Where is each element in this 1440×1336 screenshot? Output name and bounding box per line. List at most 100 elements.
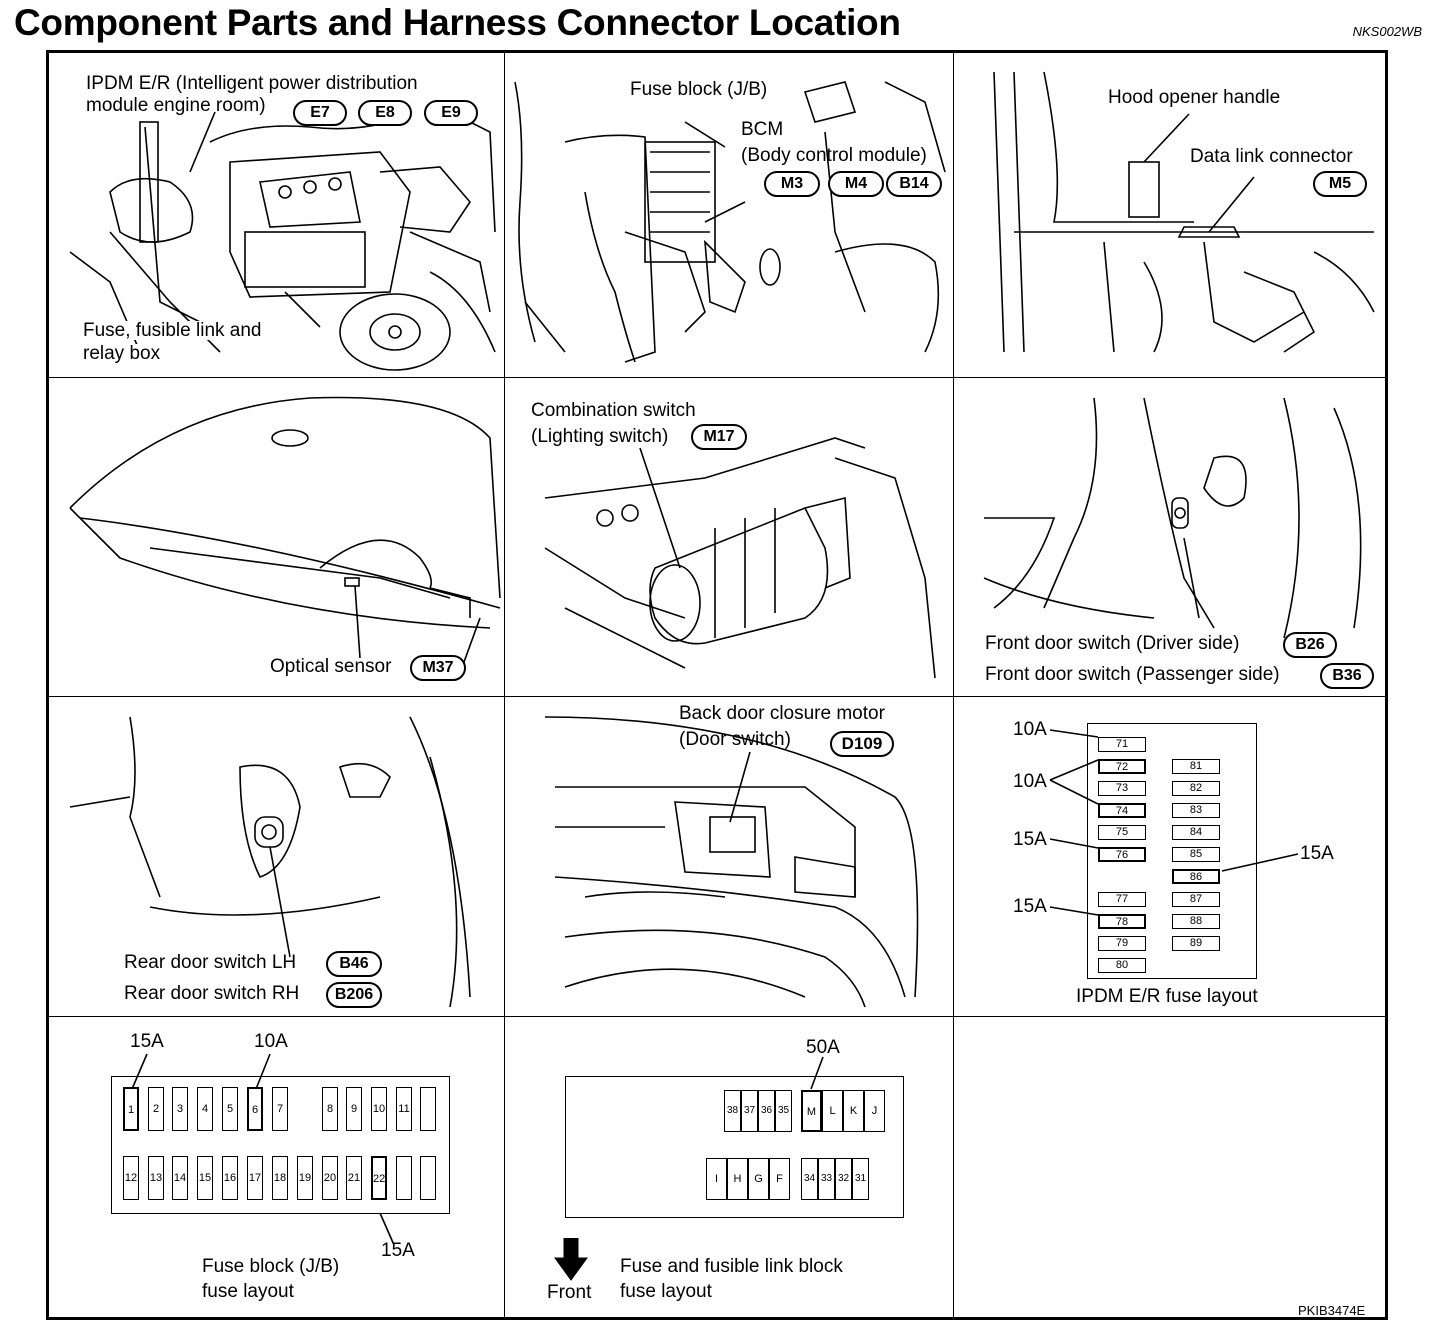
ipdm-fuse-box	[1087, 723, 1257, 979]
fuse-slot: 12	[123, 1156, 139, 1200]
rear-door-lh-label: Rear door switch LH	[124, 952, 297, 973]
amp-label: 15A	[381, 1240, 415, 1261]
amp-label: 10A	[1013, 771, 1047, 792]
connector-badge: M3	[764, 171, 820, 197]
connector-badge: E8	[358, 100, 412, 126]
optical-sensor-label: Optical sensor	[270, 656, 392, 677]
fuse-slot: 77	[1098, 892, 1146, 907]
fuse-slot: 86	[1172, 869, 1220, 884]
connector-badge: D109	[830, 731, 894, 757]
jb-fuse-caption-line1: Fuse block (J/B)	[202, 1256, 340, 1277]
fuse-slot: 81	[1172, 759, 1220, 774]
grid-divider	[49, 377, 1385, 378]
fuse-slot: H	[727, 1158, 748, 1200]
fuse-slot: 13	[148, 1156, 164, 1200]
grid-divider	[49, 696, 1385, 697]
back-door-label-line2: (Door switch)	[679, 729, 791, 750]
fuse-slot: 79	[1098, 936, 1146, 951]
fuse-slot: 34	[801, 1158, 818, 1200]
jb-fuse-caption-line2: fuse layout	[202, 1281, 294, 1302]
amp-label: 15A	[130, 1031, 164, 1052]
fuse-slot: 71	[1098, 737, 1146, 752]
connector-badge: B14	[886, 171, 942, 197]
fuse-slot: M	[801, 1090, 822, 1132]
back-door-sketch	[544, 716, 919, 1008]
fuse-slot: 38	[724, 1090, 741, 1132]
fuse-slot: 87	[1172, 892, 1220, 907]
connector-badge: M4	[828, 171, 884, 197]
fuse-slot: 3	[172, 1087, 188, 1131]
footer-code: PKIB3474E	[1298, 1303, 1366, 1318]
fuse-slot	[420, 1087, 436, 1131]
fuse-slot: 11	[396, 1087, 412, 1131]
fuse-slot: 19	[297, 1156, 313, 1200]
fuse-slot: 4	[197, 1087, 213, 1131]
fuse-slot: F	[769, 1158, 790, 1200]
grid-divider	[504, 52, 505, 1318]
fuse-slot: 16	[222, 1156, 238, 1200]
fuse-slot: 32	[835, 1158, 852, 1200]
fuse-slot: 74	[1098, 803, 1146, 818]
connector-badge: M5	[1313, 171, 1367, 197]
fuse-slot: 76	[1098, 847, 1146, 862]
amp-label: 50A	[806, 1037, 840, 1058]
fuse-slot: 75	[1098, 825, 1146, 840]
connector-badge: B36	[1320, 663, 1374, 689]
fuse-box-label-line1: Fuse, fusible link and	[83, 320, 262, 341]
kick-panel-sketch	[993, 71, 1375, 353]
fuse-box-label-line2: relay box	[83, 343, 161, 364]
ipdm-fuse-leader-lines	[1049, 729, 1299, 916]
fuse-slot: 82	[1172, 781, 1220, 796]
fuse-slot: K	[843, 1090, 864, 1132]
windshield-sketch	[69, 396, 501, 674]
fuse-slot: 15	[197, 1156, 213, 1200]
fuse-slot: 33	[818, 1158, 835, 1200]
fuse-slot: 31	[852, 1158, 869, 1200]
ipdm-fuse-caption: IPDM E/R fuse layout	[1076, 986, 1258, 1007]
jb-fuse-leader-lines	[131, 1053, 395, 1246]
connector-badge: E7	[293, 100, 347, 126]
front-arrow-icon	[554, 1238, 588, 1281]
page-title: Component Parts and Harness Connector Lo…	[14, 2, 901, 43]
connector-badge: M17	[691, 424, 747, 450]
amp-label: 15A	[1013, 829, 1047, 850]
front-pillar-sketch	[983, 397, 1362, 639]
fuse-slot: G	[748, 1158, 769, 1200]
amp-label: 10A	[1013, 719, 1047, 740]
fuse-slot: L	[822, 1090, 843, 1132]
front-door-passenger-label: Front door switch (Passenger side)	[985, 664, 1280, 685]
fuse-slot: 36	[758, 1090, 775, 1132]
rear-door-rh-label: Rear door switch RH	[124, 983, 300, 1004]
connector-badge: B46	[326, 951, 382, 977]
fuse-slot: 6	[247, 1087, 263, 1131]
fuse-slot: 10	[371, 1087, 387, 1131]
fuse-slot: 18	[272, 1156, 288, 1200]
connector-badge: M37	[410, 655, 466, 681]
back-door-label-line1: Back door closure motor	[679, 703, 885, 724]
front-door-driver-label: Front door switch (Driver side)	[985, 633, 1240, 654]
connector-badge: E9	[424, 100, 478, 126]
fuse-slot: 78	[1098, 914, 1146, 929]
grid-divider	[49, 1016, 1385, 1017]
fuse-slot: 2	[148, 1087, 164, 1131]
jb-fuse-box	[111, 1076, 450, 1214]
fuse-slot: 9	[346, 1087, 362, 1131]
link-block-leader	[810, 1056, 824, 1090]
grid-divider	[953, 52, 954, 1318]
bcm-label: BCM	[741, 119, 784, 140]
bcm-desc: (Body control module)	[741, 145, 927, 166]
fuse-slot: 5	[222, 1087, 238, 1131]
connector-badge: B26	[1283, 632, 1337, 658]
ipdm-label-line1: IPDM E/R (Intelligent power distribution	[86, 73, 418, 94]
fuse-slot: J	[864, 1090, 885, 1132]
amp-label: 10A	[254, 1031, 288, 1052]
fuse-block-label: Fuse block (J/B)	[630, 79, 768, 100]
dlc-label: Data link connector	[1190, 146, 1353, 167]
fuse-slot: 8	[322, 1087, 338, 1131]
steering-column-sketch	[544, 437, 936, 679]
link-block-caption-line1: Fuse and fusible link block	[620, 1256, 843, 1277]
link-block-box	[565, 1076, 904, 1218]
fuse-slot: 35	[775, 1090, 792, 1132]
fuse-slot: 83	[1172, 803, 1220, 818]
fuse-slot: 14	[172, 1156, 188, 1200]
